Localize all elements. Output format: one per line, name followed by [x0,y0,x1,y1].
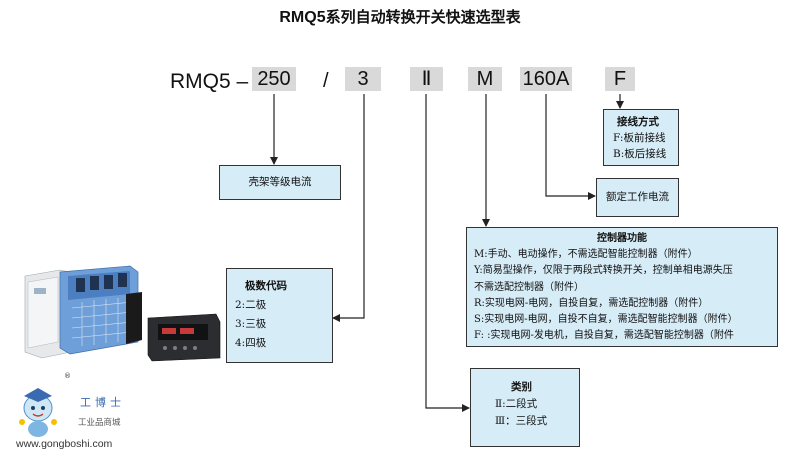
wiring-option-b: B:板后接线 [613,148,667,160]
title-model: RMQ5 [279,9,326,26]
controller-option-y-cont: 不需选配控制器（附件） [474,281,584,293]
code-control: M [468,67,502,91]
poles-box: 极数代码 2:二极 3:三极 4:四极 [226,268,333,363]
code-category: Ⅱ [410,67,443,91]
line-poles [332,94,365,322]
wiring-option-f: F:板前接线 [613,132,666,144]
frame-current-box: 壳架等级电流 [219,165,341,200]
poles-option-4: 4:四极 [235,337,267,349]
controller-option-s: S:实现电网-电网，自投不自复，需选配智能控制器（附件） [474,314,738,326]
poles-option-3: 3:三极 [235,318,267,330]
code-rated: 160A [520,67,572,91]
product-image [24,265,221,362]
controller-box: 控制器功能 M:手动、电动操作，不需选配智能控制器（附件） Y:简易型操作，仅限… [466,227,778,347]
title-text: 系列自动转换开关快速选型表 [325,8,521,26]
wiring-heading: 接线方式 [617,116,659,128]
brand-url: www.gongboshi.com [16,438,113,450]
poles-heading: 极数代码 [245,280,287,292]
frame-current-label: 壳架等级电流 [248,176,312,188]
code-wiring: F [605,67,635,91]
controller-option-m: M:手动、电动操作，不需选配智能控制器（附件） [474,249,698,261]
code-current: 250 [252,67,296,91]
code-poles: 3 [345,67,381,91]
category-option-3: Ⅲ：三段式 [495,415,548,427]
category-heading: 类别 [511,381,532,393]
rated-current-label: 额定工作电流 [606,191,669,203]
brand-subtitle: 工业品商城 [78,418,121,428]
mascot-logo [19,388,57,437]
wiring-box: 接线方式 F:板前接线 B:板后接线 [603,109,679,166]
registered-mark: ® [64,372,71,380]
poles-option-2: 2:二极 [235,299,267,311]
line-category [425,94,470,412]
brand-name: 工博士 [80,396,125,409]
category-box: 类别 Ⅱ:二段式 Ⅲ：三段式 [470,368,580,447]
page-title: RMQ5系列自动转换开关快速选型表 [0,6,800,27]
controller-option-f: F: :实现电网-发电机，自投自复，需选配智能控制器（附件 [474,330,734,342]
controller-option-y: Y:简易型操作，仅限于两段式转换开关，控制单相电源失压 [474,265,733,277]
line-rated [545,94,596,200]
code-slash: / [323,70,329,92]
code-prefix: RMQ5 – [170,70,249,93]
category-option-2: Ⅱ:二段式 [495,398,538,410]
controller-option-r: R:实现电网-电网，自投自复，需选配控制器（附件） [474,297,709,309]
rated-current-box: 额定工作电流 [596,178,679,217]
controller-heading: 控制器功能 [597,233,647,244]
